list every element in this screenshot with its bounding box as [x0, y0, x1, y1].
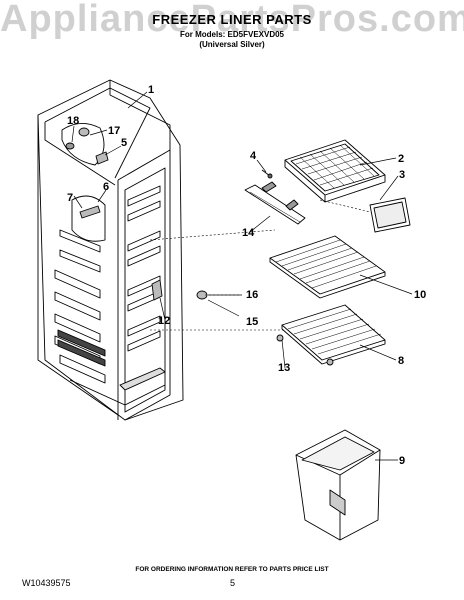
models-line: For Models: ED5FVEXVD05 [179, 30, 285, 39]
watermark: AppliancePartsPros.com [0, 0, 464, 40]
callout-leaders [71, 91, 413, 461]
liner-hardware [65, 127, 208, 301]
callout-16: 16 [246, 289, 258, 301]
callout-18: 18 [67, 115, 79, 127]
doc-number: W10439575 [22, 578, 71, 588]
callout-17: 17 [108, 125, 120, 137]
callout-5: 5 [121, 137, 127, 149]
screw [261, 169, 273, 179]
ordering-note: FOR ORDERING INFORMATION REFER TO PARTS … [135, 566, 329, 573]
callout-12: 12 [158, 315, 170, 327]
dashed-leaders [149, 199, 371, 331]
left-wall-ribs [54, 229, 106, 384]
freezer-bin [295, 429, 381, 541]
wire-shelf-upper [269, 235, 386, 299]
callout-3: 3 [399, 169, 405, 181]
callout-14: 14 [242, 227, 255, 239]
callout-15: 15 [246, 316, 258, 328]
slide-rail [244, 181, 306, 225]
callout-1: 1 [148, 84, 154, 96]
page-number: 5 [230, 578, 236, 588]
callout-9: 9 [399, 455, 405, 467]
freezer-liner [37, 79, 184, 421]
callout-numbers: 1 2 3 4 5 6 7 8 9 10 12 13 14 15 16 17 1… [67, 84, 426, 467]
callout-6: 6 [103, 181, 109, 193]
callout-7: 7 [67, 192, 73, 204]
right-wall-ribs [127, 185, 161, 352]
pan-cover [284, 139, 386, 203]
wire-shelf-lower [281, 304, 386, 365]
pan-front [369, 197, 411, 233]
callout-13: 13 [278, 362, 290, 374]
callout-4: 4 [250, 150, 257, 162]
callout-8: 8 [398, 355, 404, 367]
callout-2: 2 [398, 153, 404, 165]
color-line: (Universal Silver) [199, 40, 265, 49]
shelf-end-caps [276, 334, 334, 366]
callout-10: 10 [414, 289, 426, 301]
page-title: FREEZER LINER PARTS [152, 12, 312, 27]
